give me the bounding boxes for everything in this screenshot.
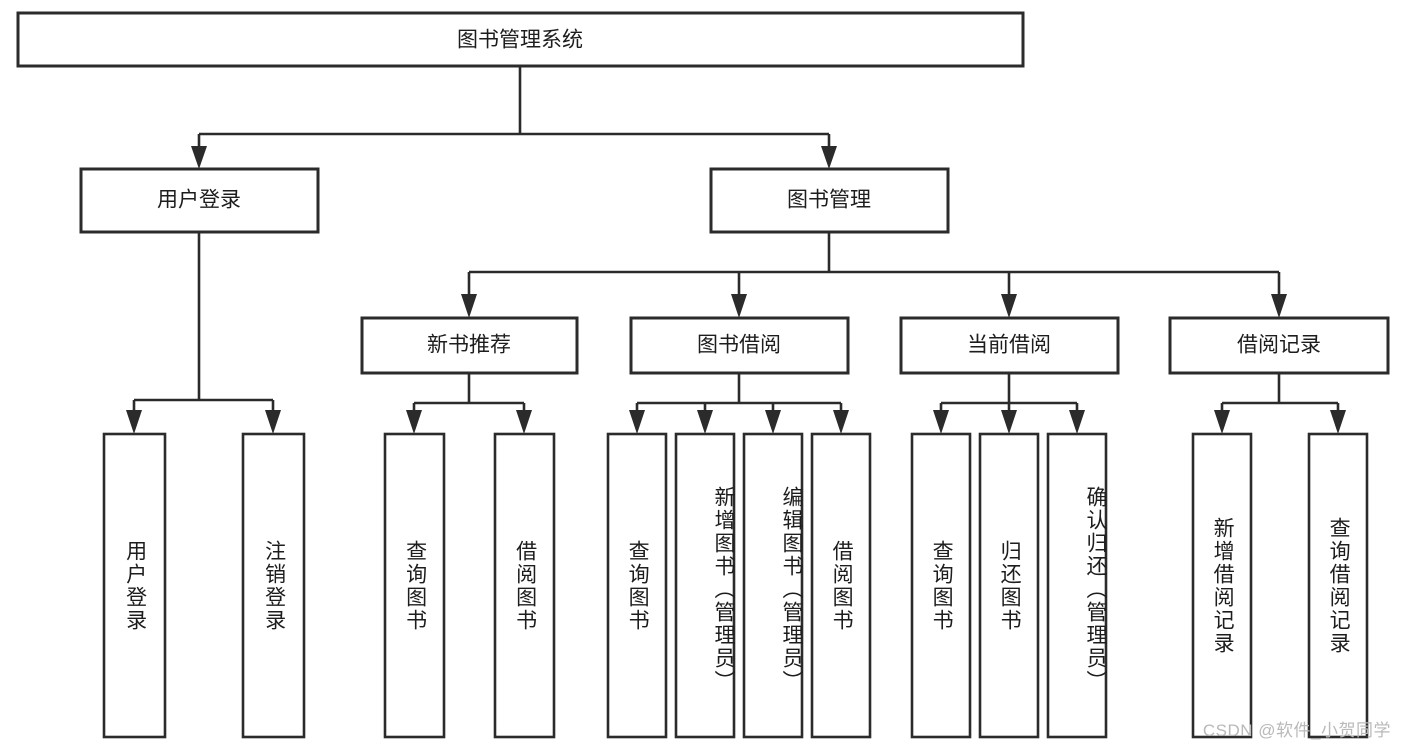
csdn-watermark: CSDN @软件_小贺同学 <box>1202 721 1391 740</box>
node-new-book-recommend-box[interactable] <box>360 316 579 375</box>
arrowhead-leaf-newbook-2 <box>516 410 532 434</box>
connector-group-newbook <box>406 373 532 434</box>
connector-group-currentborrow <box>933 373 1085 434</box>
arrowhead-borrowrecord <box>1271 294 1287 318</box>
node-user-login-label: 用户登录 <box>157 189 241 212</box>
arrowhead-leaf-currentborrow-1 <box>933 410 949 434</box>
node-current-borrow-box[interactable] <box>899 316 1120 375</box>
node-new-book-recommend-label: 新书推荐 <box>427 334 511 357</box>
connector-group-bookmgmt <box>461 232 1287 318</box>
node-leaf-currentborrow-3-box[interactable] <box>1046 432 1108 739</box>
arrowhead-bookborrow <box>731 294 747 318</box>
arrowhead-currentborrow <box>1001 294 1017 318</box>
node-user-login[interactable]: 用户登录 <box>79 167 320 234</box>
node-current-borrow-label: 当前借阅 <box>967 334 1051 357</box>
node-leaf-user-login-1-box[interactable] <box>102 432 167 739</box>
arrowhead-leaf-user-login-1 <box>126 410 142 434</box>
arrowhead-leaf-user-login-2 <box>265 410 281 434</box>
connector-group-bookborrow <box>629 373 849 434</box>
node-leaf-bookborrow-3-box[interactable] <box>742 432 804 739</box>
connector-group-borrowrecord <box>1214 373 1346 434</box>
node-leaf-bookborrow-1-box[interactable] <box>606 432 668 739</box>
connector-group-userlogin <box>126 232 281 434</box>
arrowhead-leaf-borrowrecord-1 <box>1214 410 1230 434</box>
arrowhead-leaf-currentborrow-2 <box>1001 410 1017 434</box>
node-leaf-bookborrow-2-box[interactable] <box>674 432 736 739</box>
node-leaf-borrowrecord-1-box[interactable] <box>1191 432 1253 739</box>
node-root-label: 图书管理系统 <box>457 29 583 52</box>
node-borrow-record-label: 借阅记录 <box>1237 334 1321 357</box>
arrowhead-leaf-bookborrow-3 <box>765 410 781 434</box>
node-leaf-bookborrow-4-box[interactable] <box>810 432 872 739</box>
arrowhead-bookmgmt <box>821 146 837 169</box>
node-leaf-borrowrecord-2-box[interactable] <box>1307 432 1369 739</box>
node-leaf-newbook-1-box[interactable] <box>383 432 446 739</box>
arrowhead-leaf-newbook-1 <box>406 410 422 434</box>
arrowhead-leaf-bookborrow-4 <box>833 410 849 434</box>
arrowhead-newbook <box>461 294 477 318</box>
node-current-borrow[interactable]: 当前借阅 <box>899 316 1120 375</box>
node-new-book-recommend[interactable]: 新书推荐 <box>360 316 579 375</box>
arrowhead-leaf-bookborrow-2 <box>697 410 713 434</box>
node-leaf-currentborrow-2-box[interactable] <box>978 432 1040 739</box>
node-root[interactable]: 图书管理系统 <box>16 11 1025 68</box>
arrowhead-leaf-borrowrecord-2 <box>1330 410 1346 434</box>
node-book-borrow[interactable]: 图书借阅 <box>629 316 850 375</box>
node-book-management-box[interactable] <box>709 167 950 234</box>
arrowhead-leaf-bookborrow-1 <box>629 410 645 434</box>
node-book-borrow-box[interactable] <box>629 316 850 375</box>
node-book-management[interactable]: 图书管理 <box>709 167 950 234</box>
arrowhead-leaf-currentborrow-3 <box>1069 410 1085 434</box>
node-book-borrow-label: 图书借阅 <box>697 334 781 357</box>
node-leaf-user-login-2-box[interactable] <box>241 432 306 739</box>
node-borrow-record-box[interactable] <box>1168 316 1390 375</box>
node-borrow-record[interactable]: 借阅记录 <box>1168 316 1390 375</box>
node-book-management-label: 图书管理 <box>787 189 871 212</box>
node-leaf-currentborrow-1-box[interactable] <box>910 432 972 739</box>
node-user-login-box[interactable] <box>79 167 320 234</box>
connector-group-root <box>191 66 837 169</box>
arrowhead-userlogin <box>191 146 207 169</box>
node-leaf-newbook-2-box[interactable] <box>493 432 556 739</box>
node-root-box[interactable] <box>16 11 1025 68</box>
